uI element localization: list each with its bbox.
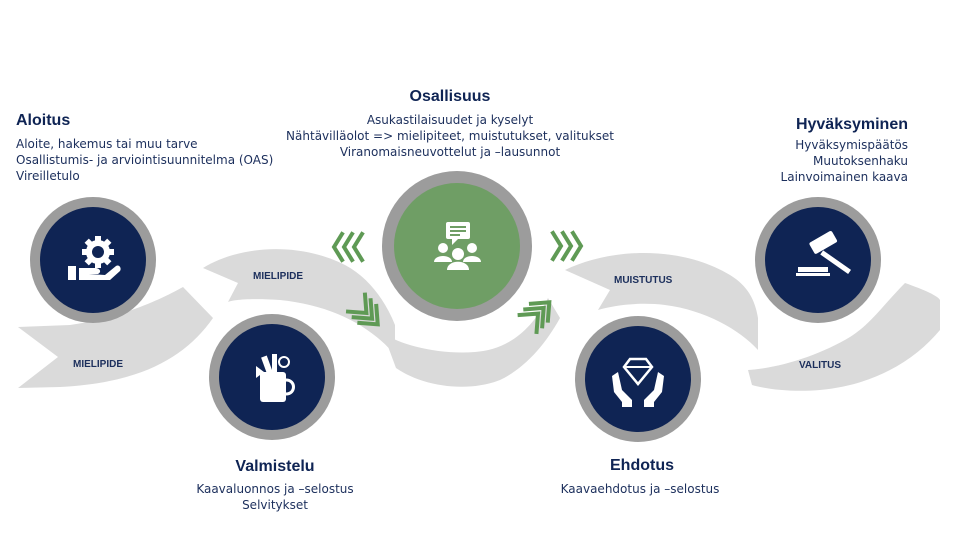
band-valitus	[748, 283, 940, 391]
double-chevron-icon	[331, 231, 365, 263]
stage-lines-osallisuus: Asukastilaisuudet ja kyselyt Nähtävilläo…	[270, 112, 630, 160]
stage-title-osallisuus: Osallisuus	[409, 88, 491, 105]
stage-lines-aloitus: Aloite, hakemus tai muu tarve Osallistum…	[16, 136, 273, 184]
band-mielipide-low	[18, 287, 213, 388]
diamond-hands-icon	[612, 357, 664, 407]
band-label-mielipide-low: MIELIPIDE	[73, 359, 123, 370]
band-muistutus	[565, 252, 758, 350]
band-label-valitus: VALITUS	[799, 360, 841, 371]
stage-line: Hyväksymispäätös	[795, 138, 908, 152]
stage-title-ehdotus: Ehdotus	[610, 457, 674, 474]
stage-title-aloitus: Aloitus	[16, 112, 71, 129]
stage-lines-valmistelu: Kaavaluonnos ja –selostus Selvitykset	[155, 481, 395, 513]
pencil-cup-icon	[256, 354, 295, 402]
band-label-mielipide-high: MIELIPIDE	[253, 271, 303, 282]
stage-line: Aloite, hakemus tai muu tarve	[16, 137, 198, 151]
band-center-low	[383, 298, 560, 387]
stage-line: Lainvoimainen kaava	[780, 170, 908, 184]
band-mielipide-high	[203, 249, 395, 355]
people-chat-icon	[434, 222, 481, 270]
stage-title-hyvaksyminen: Hyväksyminen	[795, 116, 908, 133]
stage-title-valmistelu: Valmistelu	[235, 458, 315, 475]
gear-hand-icon	[68, 236, 121, 280]
hyvaksyminen-circle	[755, 197, 881, 323]
band-label-muistutus: MUISTUTUS	[614, 275, 673, 286]
stage-lines-ehdotus: Kaavaehdotus ja –selostus	[520, 481, 760, 497]
stage-line: Kaavaluonnos ja –selostus	[196, 482, 354, 496]
stage-line: Viranomaisneuvottelut ja –lausunnot	[339, 145, 561, 159]
ehdotus-circle	[575, 316, 701, 442]
double-chevron-icon	[517, 300, 552, 335]
stage-line: Selvitykset	[242, 498, 308, 512]
double-chevron-icon	[550, 230, 584, 262]
osallisuus-circle	[382, 171, 532, 321]
gavel-icon	[796, 231, 851, 276]
stage-lines-hyvaksyminen: Hyväksymispäätös Muutoksenhaku Lainvoima…	[781, 137, 908, 185]
stage-line: Muutoksenhaku	[813, 154, 908, 168]
stage-line: Osallistumis- ja arviointisuunnitelma (O…	[16, 153, 274, 167]
stage-line: Nähtävilläolot => mielipiteet, muistutuk…	[286, 129, 614, 143]
stage-line: Kaavaehdotus ja –selostus	[560, 482, 720, 496]
stage-line: Asukastilaisuudet ja kyselyt	[366, 113, 534, 127]
double-chevron-icon	[345, 292, 380, 327]
stage-line: Vireilletulo	[16, 169, 80, 183]
